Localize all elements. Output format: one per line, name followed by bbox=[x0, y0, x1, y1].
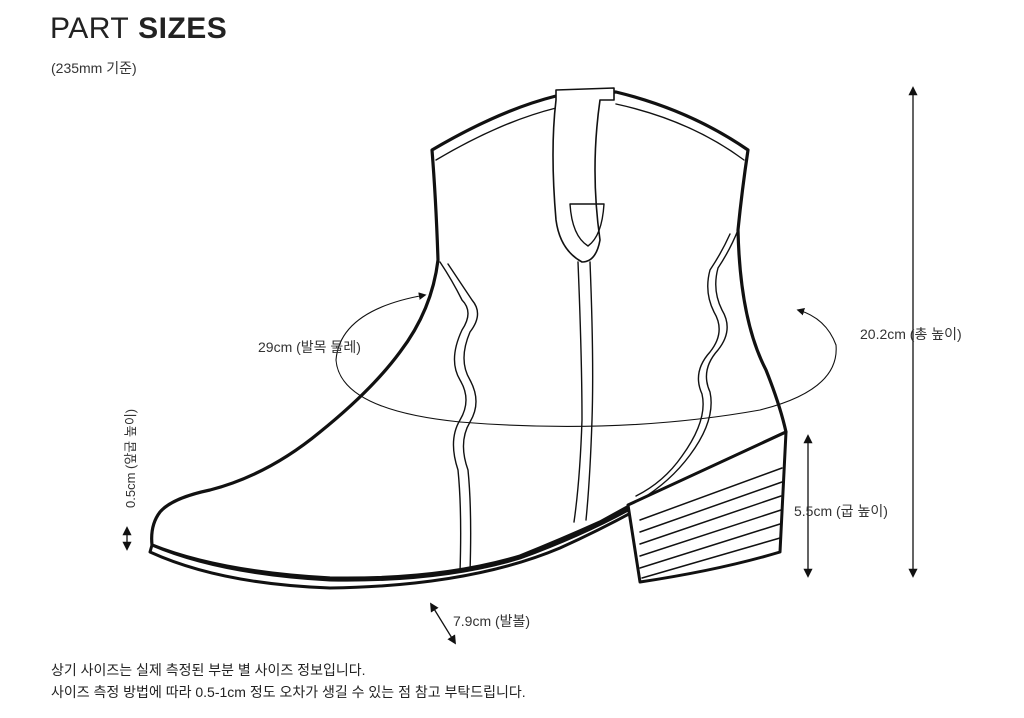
ball-width-arrow bbox=[430, 602, 456, 645]
pull-tab-notch bbox=[569, 203, 605, 247]
heel-stripes bbox=[639, 467, 783, 579]
note-line-2: 사이즈 측정 방법에 따라 0.5-1cm 정도 오차가 생길 수 있는 점 참… bbox=[51, 684, 526, 700]
pull-tab bbox=[552, 87, 615, 263]
boot-collar-line bbox=[435, 107, 557, 161]
boot-illustration bbox=[148, 87, 788, 590]
ankle-circumference-indicator bbox=[335, 292, 837, 427]
heel-height-label: 5.5cm (굽 높이) bbox=[794, 503, 888, 519]
right-panel-line-2 bbox=[635, 233, 731, 497]
ankle-circumference-label: 29cm (발목 둘레) bbox=[258, 339, 361, 355]
heel-block bbox=[626, 430, 788, 584]
title-light: PART bbox=[50, 12, 130, 45]
total-height-label: 20.2cm (총 높이) bbox=[860, 326, 962, 342]
title-bold: SIZES bbox=[138, 12, 228, 45]
ball-width-label: 7.9cm (발볼) bbox=[453, 613, 531, 629]
page-title: PART SIZES bbox=[50, 12, 227, 46]
front-sole-height-label: 0.5cm (앞굽 높이) bbox=[123, 408, 138, 508]
note-line-1: 상기 사이즈는 실제 측정된 부분 별 사이즈 정보입니다. bbox=[51, 662, 366, 678]
page-subtitle: (235mm 기준) bbox=[51, 60, 137, 76]
right-panel-line bbox=[639, 229, 739, 501]
boot-collar-line-right bbox=[615, 103, 745, 161]
